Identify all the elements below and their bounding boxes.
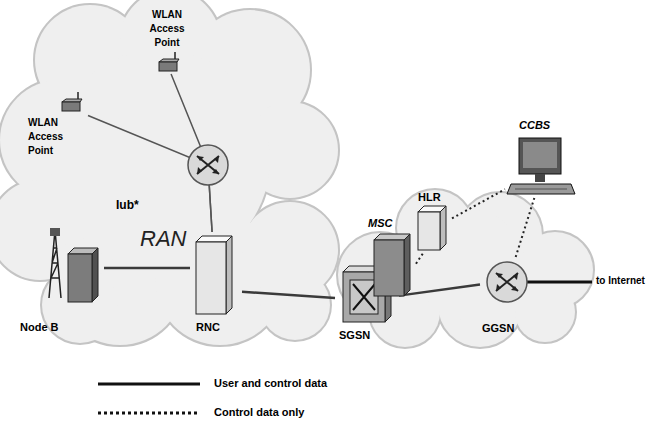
node-label: SGSN	[339, 328, 397, 342]
control-link	[416, 252, 424, 264]
data-link	[104, 267, 190, 270]
node-label: GGSN	[482, 321, 534, 335]
data-link	[399, 285, 480, 296]
device-icon	[418, 206, 446, 250]
device-icon	[157, 58, 179, 72]
device-icon	[196, 236, 232, 314]
radio-network-controller: RNC	[190, 232, 242, 342]
billing-terminal: CCBS	[505, 118, 579, 198]
control-link	[452, 189, 505, 218]
node-label: CCBS	[519, 118, 577, 132]
node-label: HLR	[418, 190, 450, 204]
access-point: WLAN Access Point	[143, 8, 193, 74]
switching-centre: MSC	[366, 216, 416, 298]
ran-cloud: RANWLAN Access PointWLAN Access PointNod…	[0, 0, 340, 350]
home-location-register: HLR	[414, 190, 452, 252]
device-icon	[44, 228, 100, 302]
node-label: RNC	[196, 320, 240, 334]
legend-text: Control data only	[214, 406, 304, 418]
device-icon	[60, 98, 82, 112]
node-label: Node B	[20, 320, 90, 334]
control-link	[516, 198, 535, 257]
node-label: WLAN Access Point	[143, 8, 191, 50]
interface-label: Iub*	[116, 198, 139, 212]
device-icon	[374, 234, 410, 296]
link-label: to Internet	[596, 275, 645, 286]
cloud-outline	[0, 0, 340, 350]
base-station: Node B	[14, 228, 104, 342]
legend-text: User and control data	[214, 377, 327, 389]
gateway-node: GGSN	[480, 257, 536, 341]
device-icon	[507, 138, 575, 194]
node-label: WLAN Access Point	[28, 116, 76, 158]
device-icon	[484, 259, 530, 305]
access-point: WLAN Access Point	[28, 96, 88, 178]
node-label: MSC	[368, 216, 414, 230]
